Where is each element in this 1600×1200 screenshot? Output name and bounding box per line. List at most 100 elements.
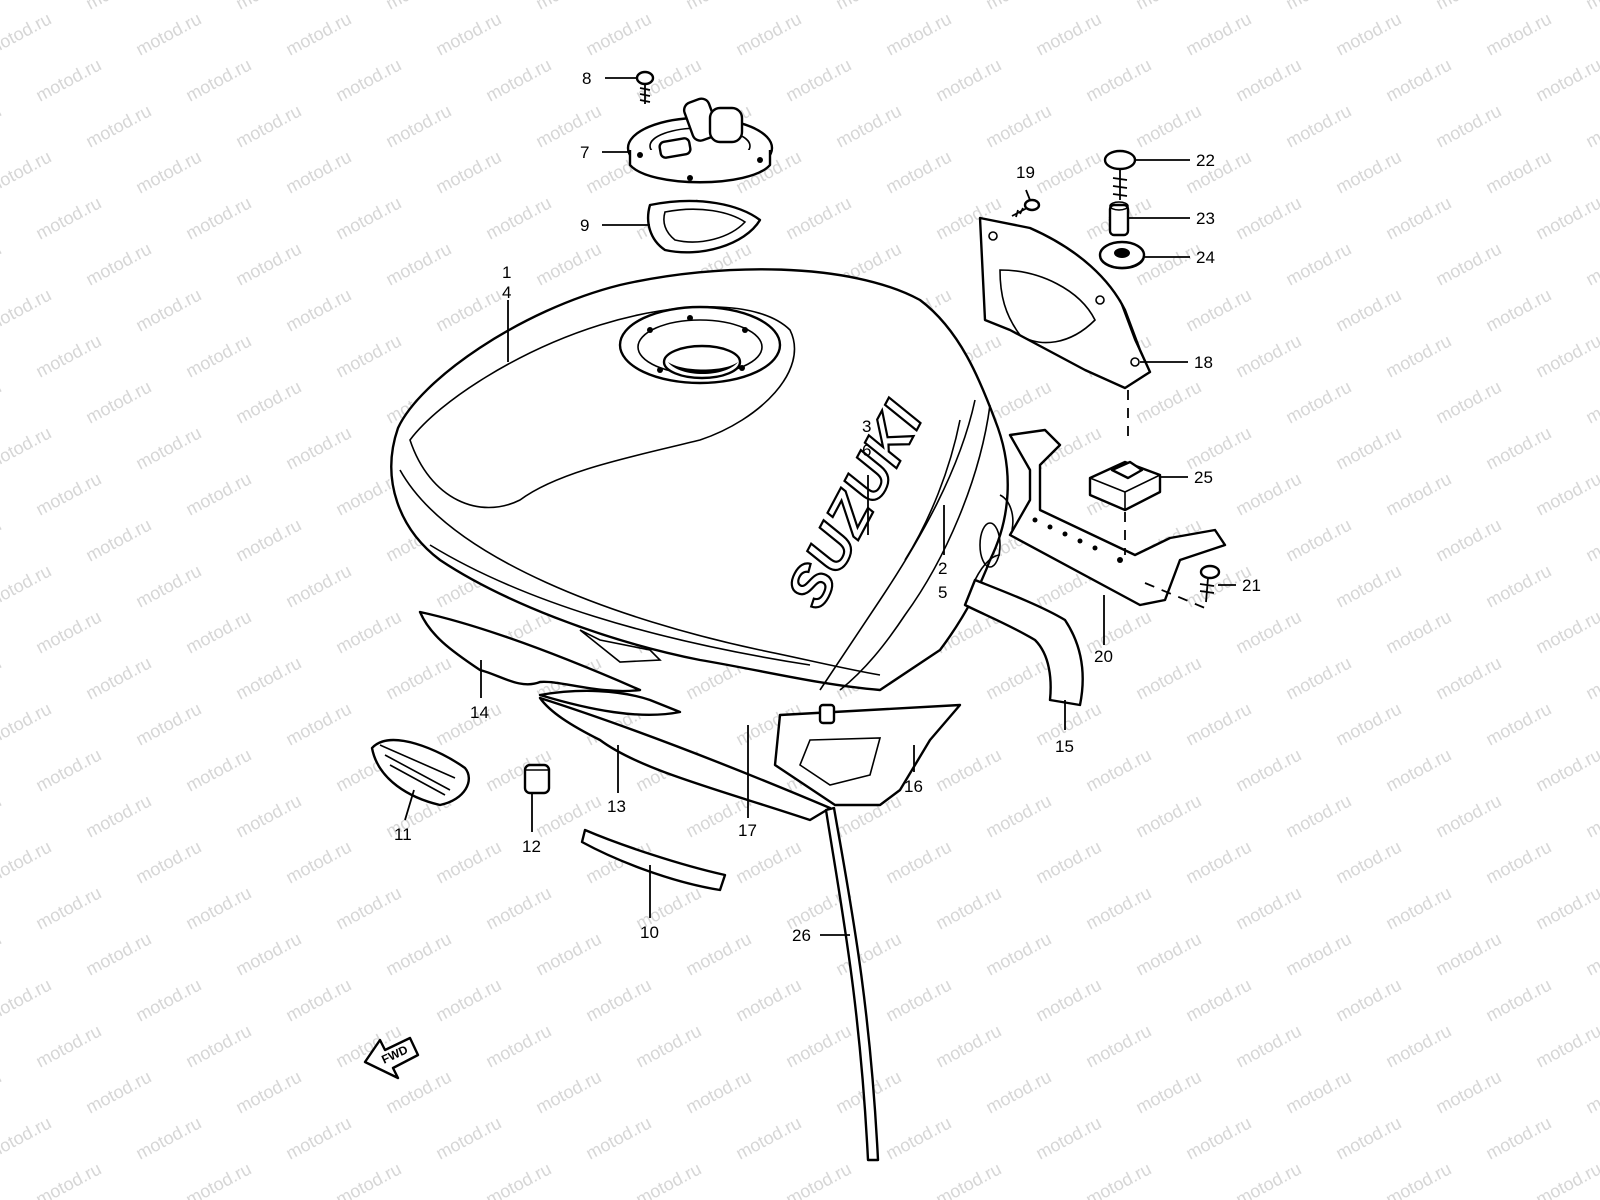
- watermark-text: motod.ru: [1232, 193, 1304, 244]
- watermark-text: motod.ru: [682, 0, 754, 14]
- watermark-text: motod.ru: [1432, 791, 1504, 842]
- watermark-text: motod.ru: [82, 1067, 154, 1118]
- watermark-text: motod.ru: [282, 561, 354, 612]
- watermark-text: motod.ru: [1582, 0, 1600, 14]
- watermark-text: motod.ru: [1182, 423, 1254, 474]
- watermark-text: motod.ru: [782, 193, 854, 244]
- watermark-text: motod.ru: [82, 239, 154, 290]
- watermark-text: motod.ru: [732, 1113, 804, 1164]
- watermark-text: motod.ru: [1332, 837, 1404, 888]
- watermark-text: motod.ru: [382, 653, 454, 704]
- cap-bolt: [635, 70, 655, 104]
- watermark-text: motod.ru: [1482, 285, 1554, 336]
- callout-5: 5: [938, 583, 947, 602]
- watermark-text: motod.ru: [1432, 515, 1504, 566]
- watermark-text: motod.ru: [932, 745, 1004, 796]
- watermark-text: motod.ru: [832, 0, 904, 14]
- watermark-text: motod.ru: [332, 1159, 404, 1200]
- callout-3: 3: [862, 417, 871, 436]
- watermark-text: motod.ru: [132, 147, 204, 198]
- watermark-text: motod.ru: [332, 331, 404, 382]
- watermark-text: motod.ru: [232, 515, 304, 566]
- watermark-text: motod.ru: [1082, 1021, 1154, 1072]
- callout-26: 26: [792, 926, 811, 945]
- watermark-text: motod.ru: [0, 975, 55, 1026]
- watermark-text: motod.ru: [0, 423, 55, 474]
- watermark-text: motod.ru: [82, 515, 154, 566]
- watermark-text: motod.ru: [1282, 0, 1354, 14]
- watermark-text: motod.ru: [32, 1021, 104, 1072]
- watermark-text: motod.ru: [882, 147, 954, 198]
- watermark-text: motod.ru: [482, 1159, 554, 1200]
- watermark-text: motod.ru: [0, 561, 55, 612]
- watermark-text: motod.ru: [1182, 147, 1254, 198]
- watermark-text: motod.ru: [1132, 101, 1204, 152]
- watermark-text: motod.ru: [1282, 1067, 1354, 1118]
- watermark-text: motod.ru: [282, 975, 354, 1026]
- fuel-cap: [626, 97, 774, 184]
- watermark-text: motod.ru: [182, 1159, 254, 1200]
- watermark-text: motod.ru: [182, 883, 254, 934]
- watermark-text: motod.ru: [1332, 285, 1404, 336]
- watermark-text: motod.ru: [632, 1159, 704, 1200]
- watermark-text: motod.ru: [182, 55, 254, 106]
- watermark-text: motod.ru: [82, 653, 154, 704]
- watermark-text: motod.ru: [232, 101, 304, 152]
- watermark-text: motod.ru: [32, 331, 104, 382]
- watermark-text: motod.ru: [232, 1067, 304, 1118]
- watermark-text: motod.ru: [1182, 975, 1254, 1026]
- watermark-text: motod.ru: [32, 469, 104, 520]
- watermark-text: motod.ru: [1582, 653, 1600, 704]
- watermark-text: motod.ru: [1132, 653, 1204, 704]
- callout-9: 9: [580, 216, 589, 235]
- watermark-text: motod.ru: [882, 837, 954, 888]
- watermark-text: motod.ru: [132, 285, 204, 336]
- watermark-text: motod.ru: [232, 239, 304, 290]
- watermark-text: motod.ru: [1582, 791, 1600, 842]
- watermark-text: motod.ru: [1532, 1159, 1600, 1200]
- rear-bracket: [978, 216, 1152, 390]
- collar-23: [1108, 201, 1130, 237]
- heat-shield-15: [963, 554, 1084, 707]
- watermark-text: motod.ru: [182, 331, 254, 382]
- watermark-text: motod.ru: [432, 285, 504, 336]
- watermark-text: motod.ru: [1132, 1067, 1204, 1118]
- watermark-text: motod.ru: [632, 1021, 704, 1072]
- watermark-text: motod.ru: [1232, 883, 1304, 934]
- watermark-text: motod.ru: [1232, 469, 1304, 520]
- watermark-text: motod.ru: [1082, 883, 1154, 934]
- watermark-text: motod.ru: [1032, 147, 1104, 198]
- watermark-text: motod.ru: [882, 1113, 954, 1164]
- watermark-text: motod.ru: [482, 193, 554, 244]
- decal-13: [538, 696, 832, 822]
- watermark-text: motod.ru: [1232, 1021, 1304, 1072]
- watermark-text: motod.ru: [1032, 837, 1104, 888]
- callout-11: 11: [394, 825, 412, 844]
- watermark-text: motod.ru: [1382, 1021, 1454, 1072]
- watermark-text: motod.ru: [1432, 653, 1504, 704]
- watermark-text: motod.ru: [182, 469, 254, 520]
- watermark-text: motod.ru: [832, 929, 904, 980]
- watermark-text: motod.ru: [582, 975, 654, 1026]
- callout-7: 7: [580, 143, 589, 162]
- watermark-text: motod.ru: [1182, 9, 1254, 60]
- watermark-text: motod.ru: [1032, 9, 1104, 60]
- watermark-text: motod.ru: [1382, 607, 1454, 658]
- watermark-text: motod.ru: [232, 929, 304, 980]
- watermark-text: motod.ru: [482, 55, 554, 106]
- watermark-text: motod.ru: [932, 55, 1004, 106]
- watermark-text: motod.ru: [1432, 377, 1504, 428]
- watermark-text: motod.ru: [1132, 239, 1204, 290]
- watermark-text: motod.ru: [0, 285, 55, 336]
- watermark-text: motod.ru: [532, 239, 604, 290]
- watermark-text: motod.ru: [1082, 745, 1154, 796]
- watermark-text: motod.ru: [1382, 745, 1454, 796]
- watermark-text: motod.ru: [1332, 975, 1404, 1026]
- watermark-text: motod.ru: [382, 239, 454, 290]
- watermark-text: motod.ru: [1582, 377, 1600, 428]
- watermark-text: motod.ru: [1582, 929, 1600, 980]
- watermark-text: motod.ru: [982, 653, 1054, 704]
- watermark-text: motod.ru: [532, 1067, 604, 1118]
- side-cover-16: [773, 703, 962, 807]
- watermark-text: motod.ru: [1332, 147, 1404, 198]
